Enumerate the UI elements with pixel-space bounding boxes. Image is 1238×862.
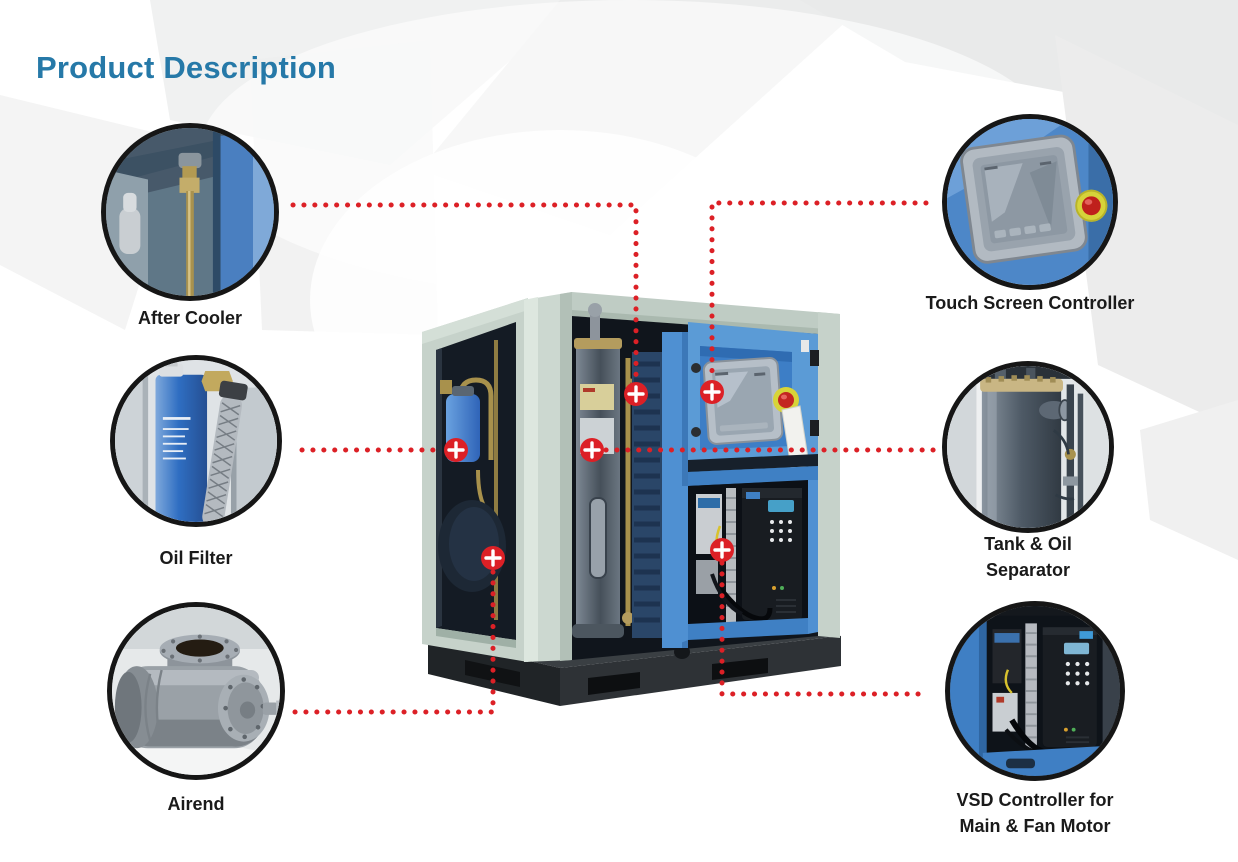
tank-oil-separator-photo xyxy=(942,361,1114,533)
vsd-photo xyxy=(945,601,1125,781)
machine-corner-column xyxy=(524,292,572,662)
machine-mid-shelf-blue xyxy=(688,466,818,486)
page-title: Product Description xyxy=(36,50,337,85)
airend-label: Airend xyxy=(167,794,225,814)
oil-filter-label: Oil Filter xyxy=(159,548,233,568)
machine-left-panel xyxy=(422,298,528,662)
oil-filter-photo xyxy=(110,355,282,527)
tank-oil-separator-label: Tank & Oil Separator xyxy=(984,534,1072,580)
touch-screen-label: Touch Screen Controller xyxy=(925,293,1135,313)
compressor-image xyxy=(422,292,841,706)
machine-right-column xyxy=(818,312,840,638)
machine-vsd-cabinet xyxy=(678,480,818,644)
touch-screen-photo xyxy=(942,114,1118,290)
after-cooler-label: After Cooler xyxy=(137,308,242,328)
after-cooler-photo xyxy=(101,123,279,301)
vsd-label: VSD Controller for Main & Fan Motor xyxy=(956,790,1114,836)
airend-photo xyxy=(107,602,285,780)
